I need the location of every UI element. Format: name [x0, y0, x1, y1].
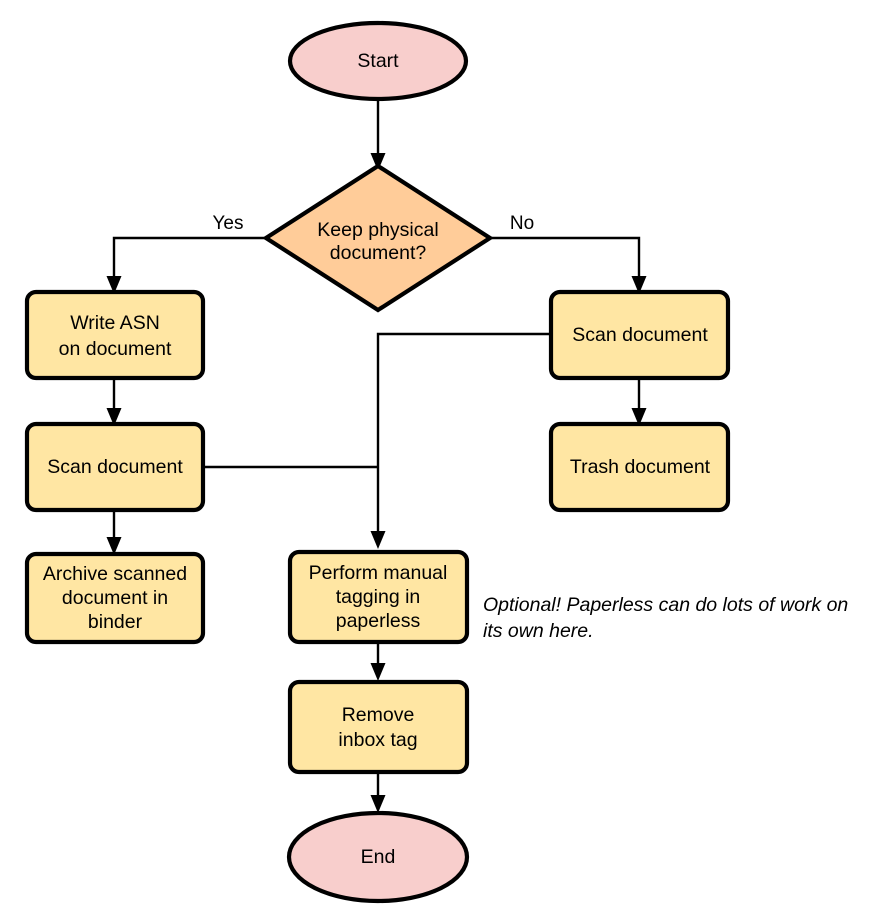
remove-inbox-label-line1: Remove	[342, 704, 415, 726]
start-label: Start	[357, 50, 399, 72]
tagging-label-line3: paperless	[336, 610, 421, 632]
edge-tagging-to-remove-inbox	[370, 642, 386, 681]
trash-document-box[interactable]	[548, 421, 731, 513]
edge-label-no: No	[510, 213, 534, 234]
annotation-optional-note: Optional! Paperless can do lots of work …	[483, 594, 848, 642]
edge-scan-left-to-archive	[106, 510, 122, 555]
write-asn-box[interactable]	[24, 289, 206, 381]
scan-document-left-label: Scan document	[47, 456, 183, 478]
node-trash-document[interactable]: Trash document	[548, 421, 731, 513]
node-remove-inbox-tag[interactable]: Remove inbox tag	[287, 679, 470, 775]
archive-label-line2: document in	[62, 587, 168, 609]
node-start[interactable]: Start	[287, 20, 469, 102]
edge-write-asn-to-scan-left	[106, 378, 122, 426]
write-asn-label-line2: on document	[59, 338, 172, 360]
edge-label-yes: Yes	[213, 213, 244, 234]
decision-label-line2: document?	[330, 242, 427, 264]
edge-scan-right-to-trash	[631, 378, 647, 426]
archive-box[interactable]	[24, 551, 206, 645]
trash-document-label: Trash document	[570, 456, 711, 478]
tagging-box[interactable]	[287, 549, 470, 645]
end-label: End	[361, 846, 396, 868]
edge-decision-yes-to-write-asn	[106, 236, 266, 294]
scan-document-left-box[interactable]	[24, 421, 206, 513]
scan-document-right-box[interactable]	[548, 289, 731, 381]
start-ellipse[interactable]	[287, 20, 469, 102]
node-archive-scanned-document[interactable]: Archive scanned document in binder	[24, 551, 206, 645]
remove-inbox-tag-box[interactable]	[287, 679, 470, 775]
annotation-line2: its own here.	[483, 620, 594, 642]
edge-decision-no-to-scan-right	[490, 236, 647, 294]
remove-inbox-label-line2: inbox tag	[338, 729, 417, 751]
edge-start-to-decision	[370, 98, 386, 171]
tagging-label-line2: tagging in	[336, 586, 421, 608]
node-perform-manual-tagging[interactable]: Perform manual tagging in paperless	[287, 549, 470, 645]
write-asn-label-line1: Write ASN	[70, 312, 160, 334]
edge-scan-right-to-tagging	[370, 332, 551, 549]
node-scan-document-right[interactable]: Scan document	[548, 289, 731, 381]
node-end[interactable]: End	[286, 810, 470, 904]
decision-diamond[interactable]	[262, 163, 494, 313]
node-decision-keep-physical-document[interactable]: Keep physical document?	[262, 163, 494, 313]
edge-remove-inbox-to-end	[370, 772, 386, 813]
archive-label-line3: binder	[88, 611, 143, 633]
archive-label-line1: Archive scanned	[43, 563, 187, 585]
scan-document-right-label: Scan document	[572, 324, 708, 346]
node-write-asn[interactable]: Write ASN on document	[24, 289, 206, 381]
end-ellipse[interactable]	[286, 810, 470, 904]
tagging-label-line1: Perform manual	[309, 562, 448, 584]
annotation-line1: Optional! Paperless can do lots of work …	[483, 594, 848, 616]
decision-label-line1: Keep physical	[317, 219, 438, 241]
node-scan-document-left[interactable]: Scan document	[24, 421, 206, 513]
